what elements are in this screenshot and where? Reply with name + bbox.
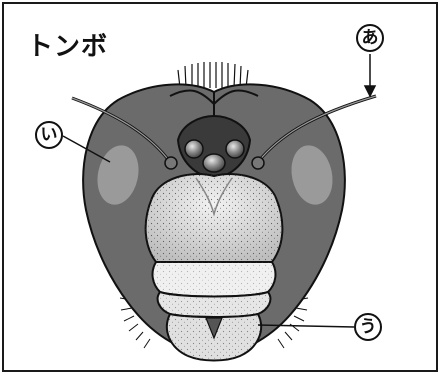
antenna-base-right bbox=[252, 157, 264, 169]
frons-dots bbox=[146, 174, 283, 262]
label-u-marker: う bbox=[354, 313, 382, 341]
label-i-marker: い bbox=[35, 121, 63, 149]
ocellus-center bbox=[203, 154, 225, 172]
clypeus-dots bbox=[153, 262, 276, 297]
ocellus-left bbox=[185, 140, 203, 158]
ocellus-right bbox=[226, 140, 244, 158]
antenna-base-left bbox=[165, 157, 177, 169]
label-a-marker: あ bbox=[356, 24, 384, 52]
